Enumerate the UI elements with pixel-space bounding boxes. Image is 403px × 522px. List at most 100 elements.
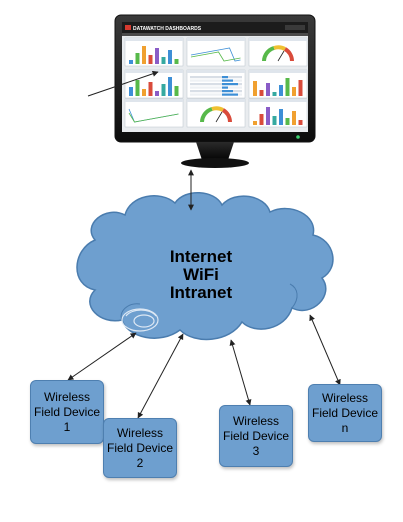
dashboard-panel-header	[249, 70, 307, 73]
dashboard-table-row	[190, 76, 242, 79]
device-label-line: Field Device	[33, 404, 101, 419]
dashboard-bar	[253, 81, 257, 96]
dashboard-bar	[279, 85, 283, 96]
dashboard-bar	[155, 91, 159, 96]
dashboard-table-row	[190, 83, 242, 86]
dashboard-table-row	[190, 86, 242, 89]
monitor-neck	[196, 142, 234, 160]
dashboard-bar	[266, 83, 270, 96]
dashboard-bar	[161, 84, 166, 96]
dashboard-title: DATAWATCH DASHBOARDS	[133, 26, 202, 32]
wireless-field-device-1: Wireless Field Device 1	[30, 380, 104, 444]
device-3-connector	[229, 339, 252, 406]
dashboard-bar	[279, 109, 283, 125]
dashboard-bar	[272, 92, 277, 96]
dashboard-bar	[168, 50, 172, 64]
dashboard-bar	[266, 107, 270, 125]
dashboard-panel-header	[125, 99, 183, 102]
pointer-arrow	[87, 70, 159, 97]
dashboard-panel	[248, 37, 308, 67]
dashboard-panel-header	[249, 38, 307, 41]
power-led-icon	[296, 135, 300, 139]
device-label-line: Field Device	[222, 428, 290, 443]
dashboard-panel	[186, 37, 246, 67]
device-2-connector	[137, 333, 184, 419]
dashboard-bar	[148, 82, 153, 96]
dashboard-table-bar	[222, 83, 238, 86]
dashboard-gauge-needle	[215, 111, 223, 123]
dashboard-gauge-needle	[277, 50, 285, 62]
device-label-line: Wireless	[321, 390, 368, 405]
dashboard-line	[190, 51, 241, 62]
dashboard-bar	[155, 48, 159, 64]
dashboard-gauge	[273, 45, 286, 51]
dashboard-gauge	[221, 108, 232, 123]
dashboard-panel-header	[249, 99, 307, 102]
dashboard-bar	[259, 90, 264, 96]
dashboard-gauge	[262, 46, 275, 62]
dashboard-panel	[124, 98, 184, 128]
dashboard-bar	[148, 55, 153, 64]
dashboard-table-bar	[222, 86, 228, 89]
dashboard-panel-header	[187, 70, 245, 73]
dashboard-table-row	[190, 79, 242, 82]
device-label-line: Wireless	[232, 413, 279, 428]
dashboard-panel	[248, 69, 308, 99]
dashboard-gauge	[211, 106, 224, 112]
dashboard-table-bar	[222, 93, 238, 96]
dashboard-table-bar	[222, 76, 228, 79]
dashboard-bar	[174, 59, 179, 64]
dashboard-bar	[285, 78, 290, 96]
dashboard-bar	[142, 46, 146, 64]
device-1-connector	[67, 332, 137, 381]
dashboard-line	[190, 47, 241, 62]
dashboard-panel-header	[125, 38, 183, 41]
device-label-line: 3	[252, 443, 260, 458]
dashboard-bar	[272, 116, 277, 125]
dashboard-panel-header	[187, 38, 245, 41]
dashboard-bar	[135, 53, 140, 64]
dashboard-bar	[161, 57, 166, 64]
dashboard-bar	[129, 87, 133, 96]
wireless-field-device-3: Wireless Field Device 3	[219, 405, 293, 467]
dashboard-line	[128, 112, 179, 123]
device-label-line: n	[341, 420, 349, 435]
dashboard-panel	[248, 98, 308, 128]
device-label-line: Wireless	[116, 425, 163, 440]
dashboard-table-bar	[222, 79, 233, 82]
dashboard-bar	[292, 111, 296, 125]
monitor-base	[181, 158, 249, 168]
dashboard-panel	[124, 37, 184, 67]
dashboard-bar	[292, 87, 296, 96]
dashboard-bar	[298, 80, 303, 96]
dashboard-gauge	[283, 47, 294, 62]
dashboard-panels	[124, 37, 308, 128]
wifi-swirl-icon	[121, 308, 159, 332]
dashboard-gauge	[200, 107, 213, 123]
dashboard-bar	[285, 118, 290, 125]
dashboard-bar	[298, 120, 303, 125]
cloud-label-line-3: Intranet	[170, 283, 233, 302]
dashboard-panel-header	[187, 99, 245, 102]
device-label-line: Wireless	[43, 389, 90, 404]
device-label-line: Field Device	[106, 440, 174, 455]
dashboard-logo-icon	[125, 25, 131, 30]
device-n-connector	[309, 314, 341, 386]
dashboard-bar	[168, 77, 172, 96]
dashboard-panel-header	[125, 70, 183, 73]
dashboard-bar	[253, 121, 257, 125]
device-label-line: Field Device	[311, 405, 379, 420]
wireless-field-device-n: Wireless Field Device n	[308, 384, 382, 442]
dashboard-table-bar	[222, 90, 233, 93]
dashboard-panel	[124, 69, 184, 99]
dashboard-table-row	[190, 90, 242, 93]
dashboard-bar	[135, 80, 140, 96]
cloud-label-line-2: WiFi	[183, 265, 219, 284]
cloud-label-line-1: Internet	[170, 247, 233, 266]
device-label-line: 2	[136, 455, 144, 470]
dashboard-bar	[142, 89, 146, 96]
dashboard-bar	[129, 60, 133, 64]
dashboard-panel	[186, 98, 246, 128]
dashboard-bar	[174, 86, 179, 96]
device-label-line: 1	[63, 419, 71, 434]
